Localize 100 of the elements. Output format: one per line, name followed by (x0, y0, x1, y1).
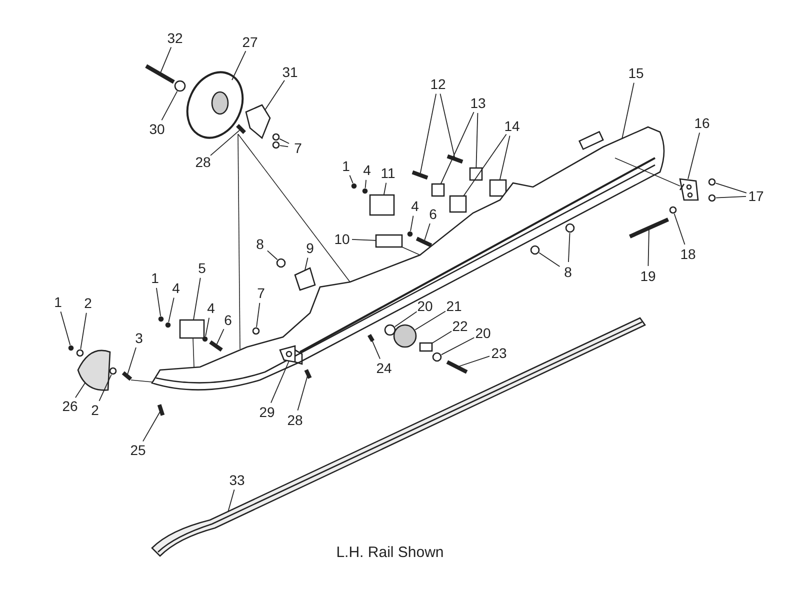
callout-number: 2 (91, 403, 99, 417)
callout-number: 8 (256, 237, 264, 251)
leader-line (364, 180, 366, 188)
leader-line (568, 232, 570, 262)
assembly-line (130, 380, 152, 382)
leader-line (499, 135, 510, 180)
assembly-line (402, 246, 420, 256)
callout-number: 12 (430, 77, 446, 91)
callout-number: 2 (84, 296, 92, 310)
leader-line (156, 287, 162, 316)
callout-number: 13 (470, 96, 486, 110)
callout-number: 20 (417, 299, 433, 313)
callout-number: 20 (475, 326, 491, 340)
callout-number: 15 (628, 66, 644, 80)
leader-line (432, 330, 452, 344)
bolt (145, 64, 175, 84)
nut (252, 327, 260, 335)
nut (530, 245, 540, 255)
bracket (279, 345, 303, 365)
block (369, 194, 395, 216)
bolt (629, 218, 669, 238)
leader-line (440, 93, 455, 158)
callout-number: 4 (172, 281, 180, 295)
callout-number: 32 (167, 31, 183, 45)
spacer (489, 179, 507, 197)
callout-number: 26 (62, 399, 78, 413)
assembly-line (238, 134, 350, 282)
callout-number: 28 (287, 413, 303, 427)
leader-line (674, 213, 686, 245)
leader-line (161, 90, 178, 121)
leader-line (458, 356, 490, 367)
callout-number: 19 (640, 269, 656, 283)
leader-line (205, 317, 210, 336)
leader-line (420, 93, 436, 174)
screw (368, 334, 374, 342)
pin (446, 154, 464, 164)
block (375, 234, 403, 248)
nut (362, 188, 368, 194)
leader-line (160, 46, 172, 73)
leader-line (270, 360, 290, 404)
leader-line (297, 375, 308, 411)
leader-line (210, 130, 240, 156)
washer (109, 367, 117, 375)
callout-number: 24 (376, 361, 392, 375)
leader-line (264, 80, 285, 110)
leader-line (410, 215, 414, 232)
washer (384, 324, 396, 336)
bolt (304, 369, 312, 379)
pin (236, 124, 246, 134)
screw (708, 194, 716, 202)
callout-number: 21 (446, 299, 462, 313)
nut (68, 345, 74, 351)
nut (272, 141, 280, 149)
leader-line (304, 257, 308, 270)
pin (157, 404, 165, 416)
bolt (446, 360, 468, 374)
leader-line (648, 230, 650, 266)
wear-strip (151, 317, 646, 557)
callout-number: 23 (491, 346, 507, 360)
leader-line (266, 250, 278, 260)
washer (432, 352, 442, 362)
leader-line (98, 374, 112, 402)
bolt (416, 236, 432, 248)
leader-line (424, 223, 430, 241)
leader-line (256, 302, 260, 328)
leader-line (371, 339, 380, 360)
leader-line (349, 174, 354, 184)
leader-line (228, 489, 235, 512)
callout-number: 22 (452, 319, 468, 333)
pin (412, 170, 428, 180)
callout-number: 7 (294, 141, 302, 155)
callout-number: 28 (195, 155, 211, 169)
leader-line (463, 134, 507, 196)
leader-line (80, 312, 87, 350)
callout-number: 27 (242, 35, 258, 49)
callout-number: 14 (504, 119, 520, 133)
leader-line (414, 310, 446, 330)
nut (272, 133, 280, 141)
callout-number: 30 (149, 122, 165, 136)
callout-number: 6 (429, 207, 437, 221)
leader-line (476, 112, 478, 168)
idler-wheel (393, 324, 417, 348)
bumper (77, 350, 111, 391)
nut (351, 183, 357, 189)
leader-line (216, 328, 224, 345)
leader-line (232, 50, 246, 80)
leader-line (440, 112, 474, 184)
callout-number: 8 (564, 265, 572, 279)
assembly-line (238, 134, 240, 350)
callout-number: 29 (259, 405, 275, 419)
callout-number: 1 (54, 295, 62, 309)
leader-line (142, 411, 160, 442)
assembly-line (192, 338, 194, 368)
callout-number: 11 (380, 166, 396, 180)
washer (76, 349, 84, 357)
callout-number: 7 (257, 286, 265, 300)
caption: L.H. Rail Shown (336, 542, 444, 563)
callout-number: 4 (411, 199, 419, 213)
bracket (679, 178, 699, 201)
callout-number: 10 (334, 232, 350, 246)
